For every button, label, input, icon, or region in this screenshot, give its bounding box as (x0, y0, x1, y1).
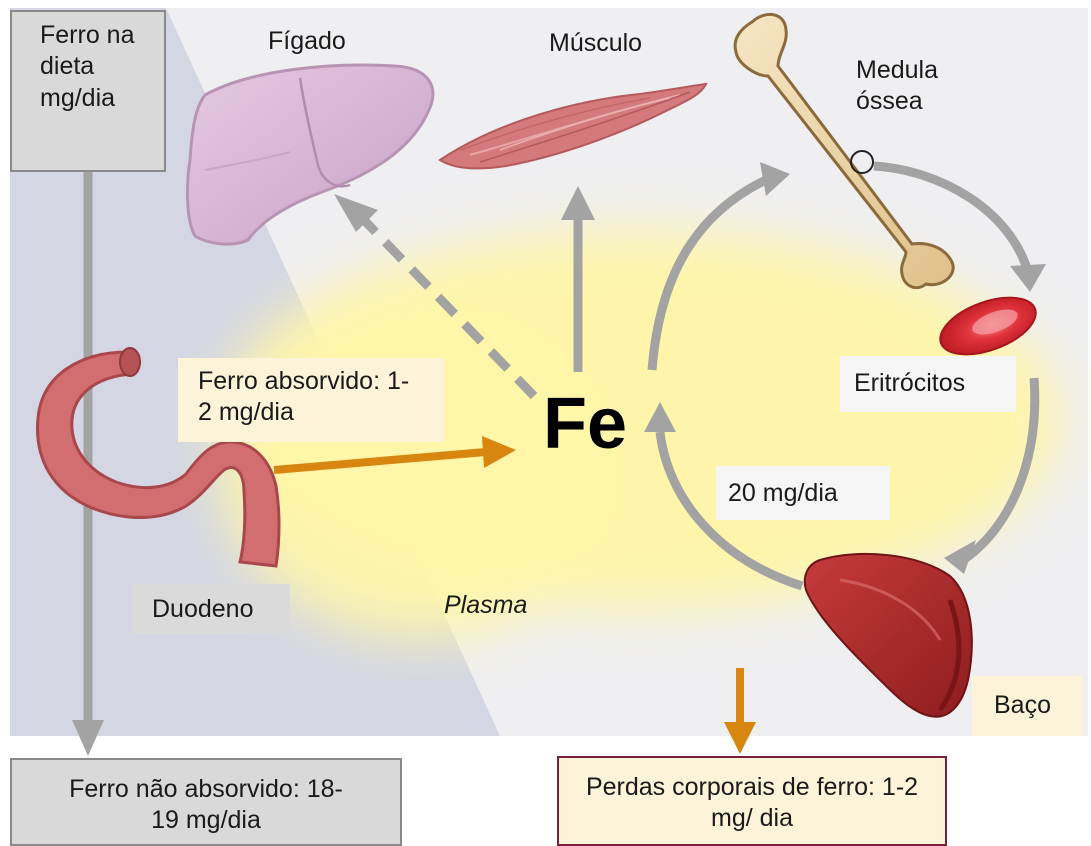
absorbed-iron-label: Ferro absorvido: 1-2 mg/dia (198, 366, 418, 429)
absorbed-iron-box: Ferro absorvido: 1-2 mg/dia (178, 358, 444, 442)
spleen-label: Baço (972, 676, 1082, 736)
bone-marrow-label: Medula óssea (856, 55, 976, 118)
muscle-label: Músculo (549, 28, 642, 59)
unabsorbed-iron-box: Ferro não absorvido: 18-19 mg/dia (10, 758, 402, 846)
duodenum-label: Duodeno (132, 584, 290, 634)
diet-iron-label: Ferro na dieta mg/dia (40, 20, 160, 114)
daily-flow-label: 20 mg/dia (716, 466, 890, 520)
iron-losses-box: Perdas corporais de ferro: 1-2 mg/ dia (557, 756, 947, 846)
liver-label: Fígado (268, 26, 346, 57)
iron-symbol: Fe (543, 388, 627, 460)
unabsorbed-iron-label: Ferro não absorvido: 18-19 mg/dia (56, 774, 356, 837)
erythrocytes-label: Eritrócitos (840, 356, 1016, 412)
diet-iron-box: Ferro na dieta mg/dia (10, 10, 166, 172)
plasma-label: Plasma (444, 590, 527, 621)
iron-losses-label: Perdas corporais de ferro: 1-2 mg/ dia (582, 772, 922, 835)
